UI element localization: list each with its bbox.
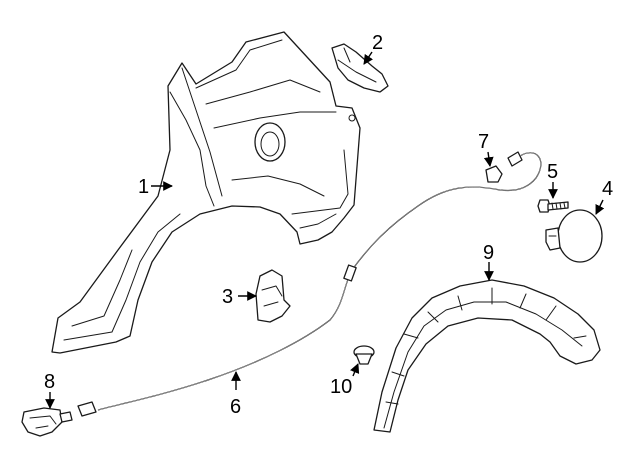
callout-8: 8 [44, 371, 55, 393]
leader-10 [350, 363, 360, 377]
bolt-part [537, 199, 569, 213]
latch-part [21, 407, 73, 437]
fuel-door-part [545, 209, 603, 263]
callout-10: 10 [330, 376, 352, 398]
callout-labels: 1 2 3 4 5 6 7 8 9 10 [44, 32, 613, 418]
callout-9: 9 [483, 242, 494, 264]
callout-4: 4 [602, 178, 613, 200]
leader-2 [363, 51, 373, 65]
callout-7: 7 [478, 131, 489, 153]
cable-clip-part [485, 151, 523, 183]
callout-3: 3 [222, 286, 233, 308]
callout-2: 2 [372, 32, 383, 54]
callout-5: 5 [547, 161, 558, 183]
bracket-part [331, 43, 389, 93]
small-bracket-part [255, 269, 291, 323]
quarter-panel-part [51, 31, 361, 354]
retainer-clip-part [353, 345, 375, 365]
leader-7 [483, 151, 494, 167]
leader-lines [45, 51, 605, 409]
callout-1: 1 [138, 176, 149, 198]
leader-4 [595, 199, 605, 215]
fender-liner-part [373, 279, 601, 433]
callout-6: 6 [230, 396, 241, 418]
release-cable-part [77, 152, 542, 417]
